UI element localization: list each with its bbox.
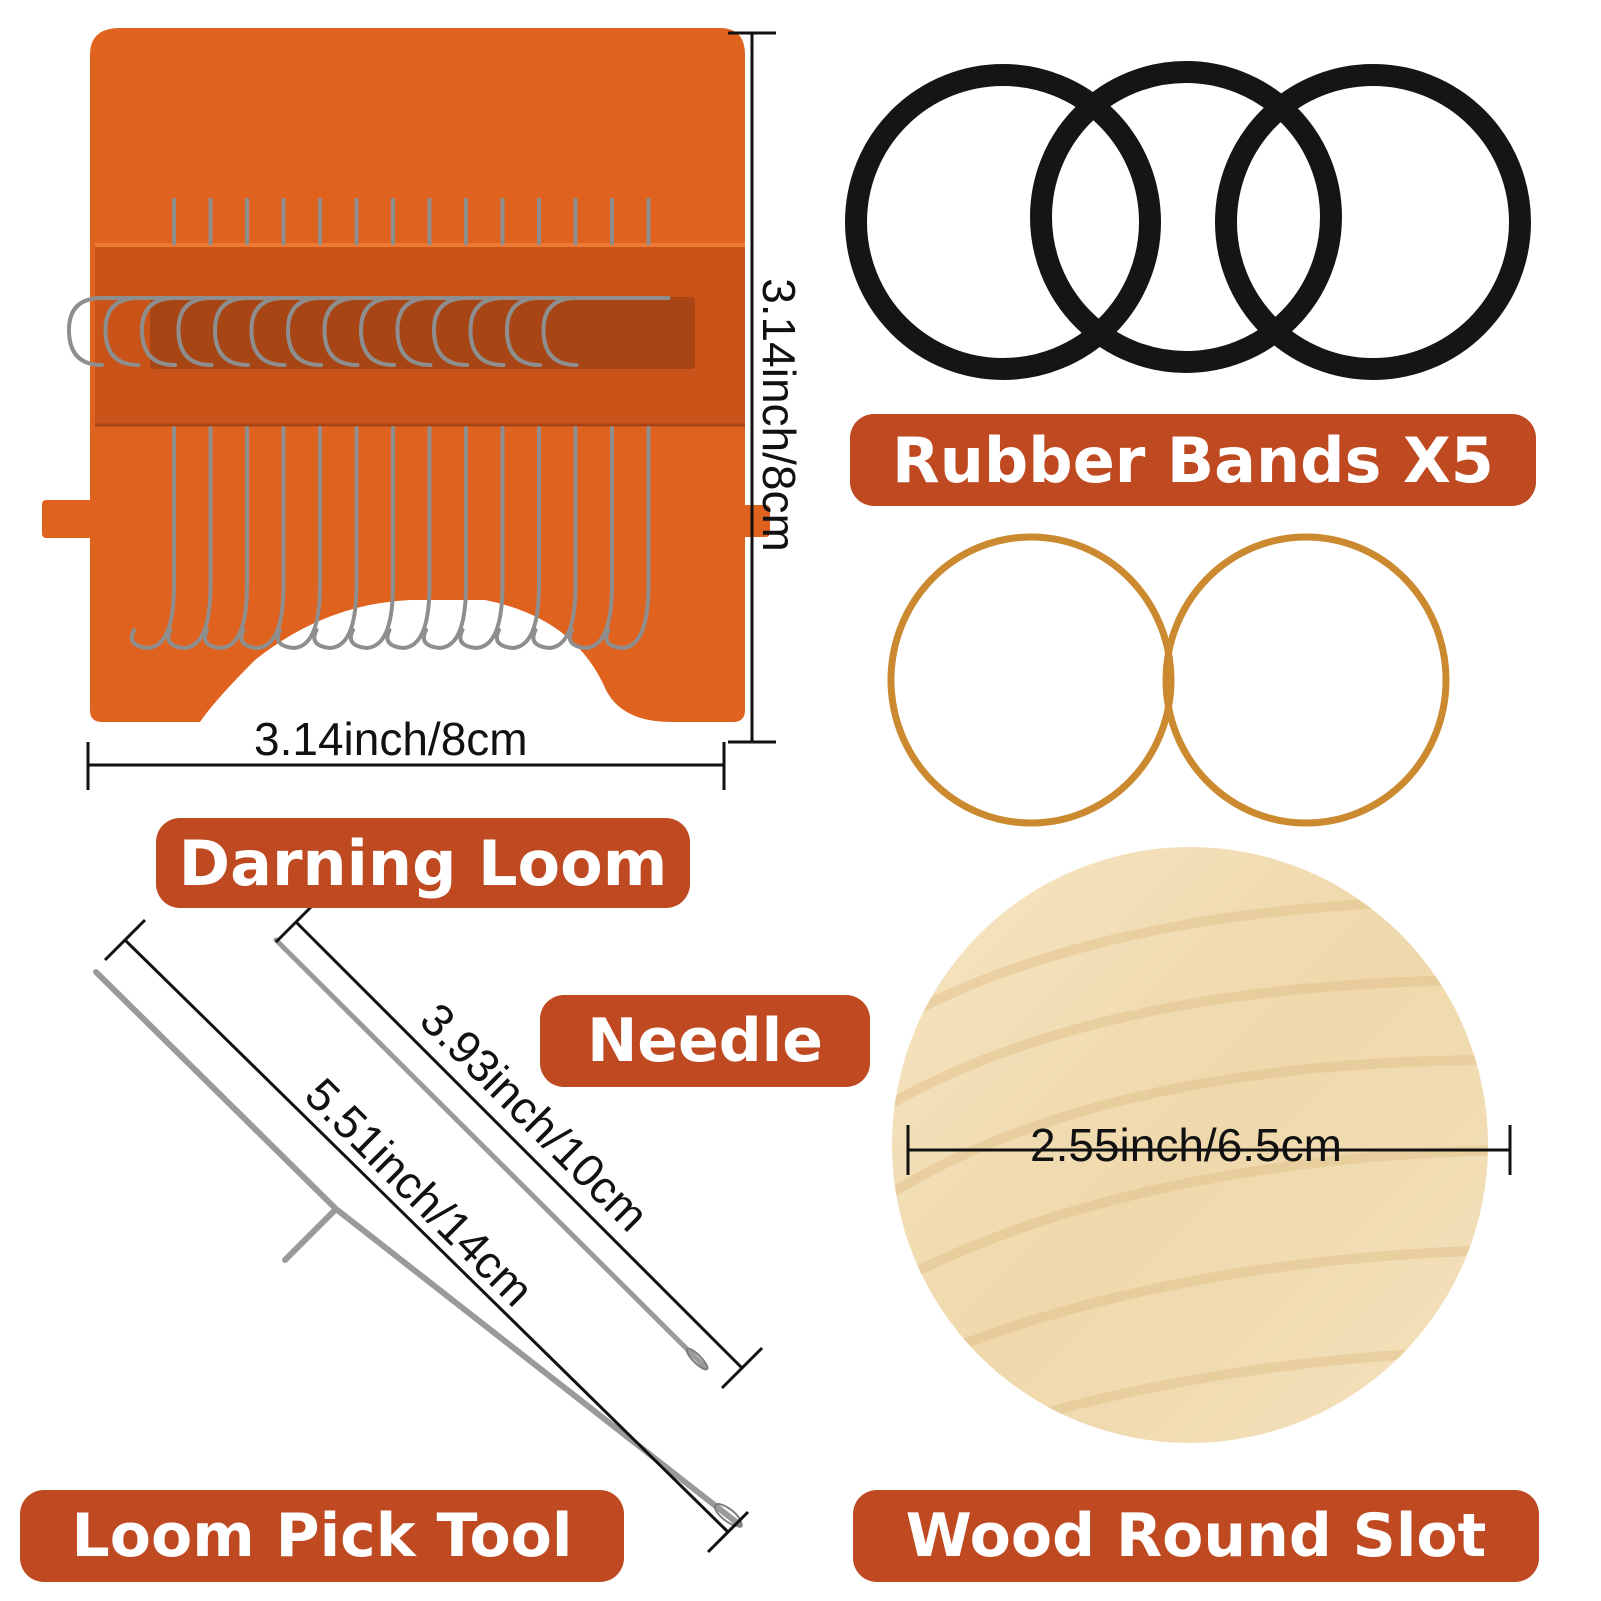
loom-hook — [358, 296, 488, 367]
pick-dimension-line — [103, 918, 750, 1554]
loom-pins — [172, 198, 651, 245]
loom-hook — [458, 426, 505, 651]
loom-pick-tool — [93, 969, 743, 1528]
loom-width-dimension-line — [86, 742, 726, 790]
loom-hook — [176, 296, 306, 367]
black-band — [845, 64, 1161, 380]
black-band — [1215, 64, 1531, 380]
black-band — [1030, 61, 1342, 373]
loom-hook — [212, 296, 342, 367]
loom-hook — [166, 426, 213, 651]
darning-loom-label: Darning Loom — [156, 818, 690, 908]
loom-hook — [504, 296, 634, 367]
loom-width-text: 3.14inch/8cm — [254, 713, 528, 765]
loom-hook — [129, 426, 176, 651]
loom-hook — [421, 426, 468, 651]
rubber-bands — [887, 533, 1450, 827]
loom-hook — [541, 296, 671, 367]
needle-label: Needle — [540, 995, 870, 1087]
darning-loom — [42, 28, 770, 722]
wood-round-slot-label: Wood Round Slot — [853, 1490, 1539, 1582]
needle — [273, 937, 709, 1371]
black-hair-bands — [845, 61, 1531, 380]
rubber-band — [1162, 533, 1450, 827]
loom-hook — [139, 296, 269, 367]
loom-bottom-hooks — [129, 426, 651, 651]
loom-hook — [249, 296, 379, 367]
rubber-band — [887, 533, 1175, 827]
loom-hook — [285, 296, 415, 367]
loom-hook — [604, 426, 651, 651]
loom-height-text: 3.14inch/8cm — [752, 278, 805, 552]
loom-hook — [531, 426, 578, 651]
loom-hook — [567, 426, 614, 651]
loom-height-dimension-line — [728, 31, 776, 744]
loom-hook — [385, 426, 432, 651]
loom-hook — [468, 296, 598, 367]
loom-pick-tool-label: Loom Pick Tool — [20, 1490, 624, 1582]
loom-hook — [66, 296, 196, 367]
loom-hook — [322, 296, 452, 367]
loom-side-tab-right — [740, 505, 770, 537]
loom-side-tab-left — [42, 500, 94, 538]
loom-hook — [202, 426, 249, 651]
loom-hook — [494, 426, 541, 651]
loom-hook — [348, 426, 395, 651]
loom-hook — [103, 296, 233, 367]
rubber-bands-label: Rubber Bands X5 — [850, 414, 1536, 506]
wood-diameter-text: 2.55inch/6.5cm — [1030, 1119, 1342, 1171]
loom-hook — [239, 426, 286, 651]
loom-slot — [150, 297, 695, 369]
loom-hook — [312, 426, 359, 651]
loom-top-hooks — [66, 296, 671, 367]
loom-hook — [431, 296, 561, 367]
wood-diameter-dimension-line — [906, 1125, 1512, 1175]
loom-hook — [275, 426, 322, 651]
loom-hook — [395, 296, 525, 367]
needle-dimension-line — [274, 900, 764, 1390]
